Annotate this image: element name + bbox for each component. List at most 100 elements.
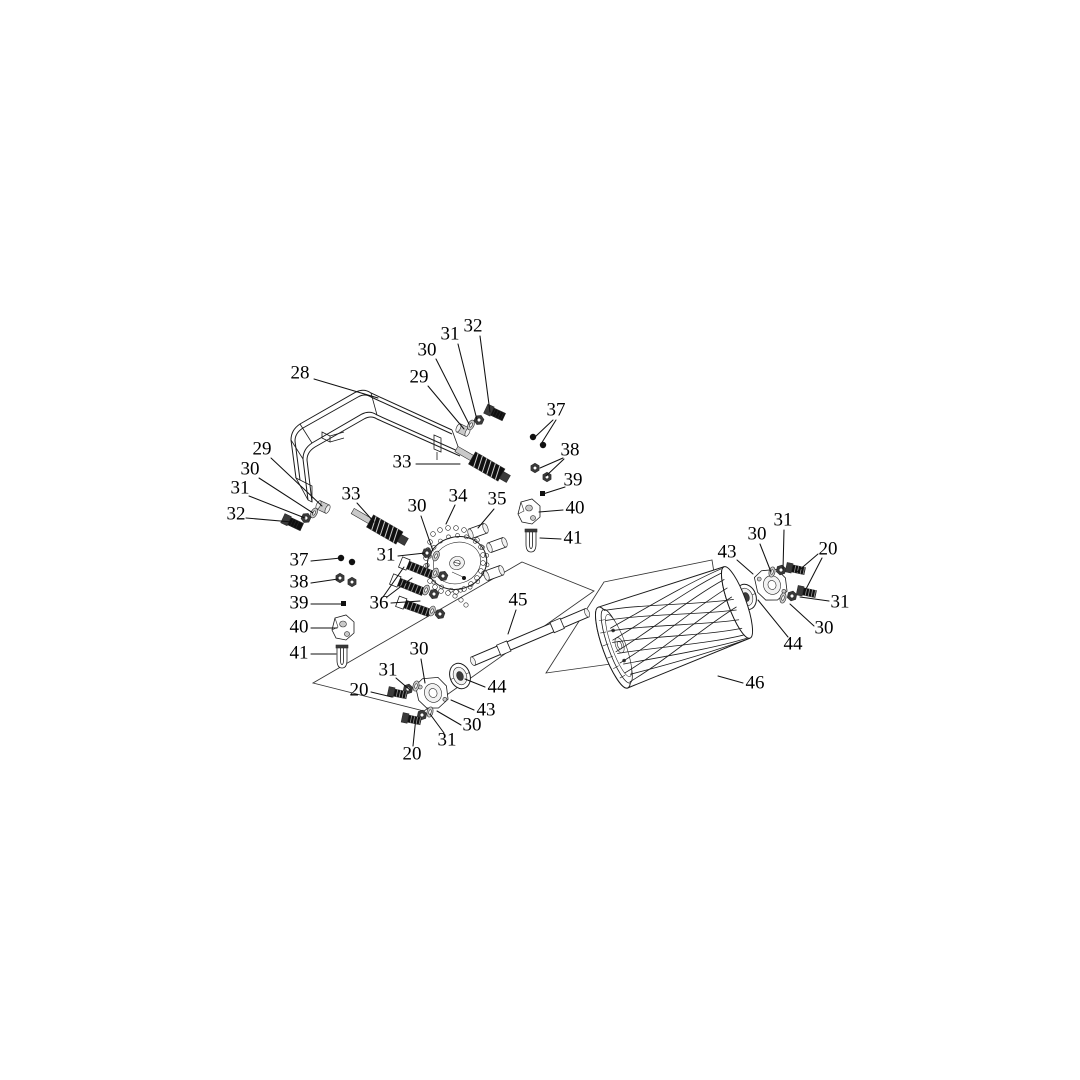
leader-line-c38b: [310, 578, 339, 584]
leader-line-c45: [507, 609, 517, 635]
leader-line-c29a: [427, 385, 465, 430]
callout-number-43: 43: [718, 541, 737, 562]
leader-line-c38a2: [545, 458, 565, 477]
callout-number-31: 31: [379, 659, 398, 680]
callout-number-33: 33: [393, 451, 412, 472]
leader-line-c32b: [245, 517, 293, 523]
callout-number-39: 39: [290, 592, 309, 613]
leader-line-c30e: [436, 710, 462, 726]
leader-line-c34: [445, 504, 456, 525]
hardware-column-left: [331, 554, 357, 669]
leader-line-c31d: [395, 677, 411, 691]
callout-number-30: 30: [408, 495, 427, 516]
callout-number-31: 31: [438, 729, 457, 750]
leader-line-c29b: [270, 457, 323, 507]
callout-number-34: 34: [449, 485, 469, 506]
leader-line-c31c: [397, 552, 426, 557]
part-28-handle-tube: [290, 389, 461, 503]
leader-line-c30f: [759, 543, 772, 573]
leader-line-c44b: [757, 599, 789, 638]
callout-number-46: 46: [746, 672, 765, 693]
leader-line-c20a: [370, 691, 393, 698]
leader-line-c30a: [435, 358, 470, 425]
leader-line-c36c: [386, 577, 413, 598]
callout-number-31: 31: [774, 509, 793, 530]
callout-number-32: 32: [464, 315, 483, 336]
callout-number-30: 30: [410, 638, 429, 659]
leader-line-c30c: [420, 515, 434, 552]
callout-number-29: 29: [253, 438, 272, 459]
leader-line-c43b: [736, 559, 754, 575]
callout-number-35: 35: [488, 488, 507, 509]
leader-line-c38a: [539, 457, 564, 469]
leader-line-c37a2: [540, 419, 557, 445]
callout-number-44: 44: [488, 676, 508, 697]
callout-number-45: 45: [509, 589, 528, 610]
fastener-stack-lower-left: [280, 500, 331, 532]
callout-number-31: 31: [441, 323, 460, 344]
leader-line-c37a: [534, 419, 554, 438]
leader-line-c46: [717, 675, 744, 684]
callout-number-36: 36: [370, 592, 389, 613]
callout-number-37: 37: [290, 549, 309, 570]
callout-number-28: 28: [291, 362, 310, 383]
callout-number-40: 40: [290, 616, 309, 637]
leader-line-c31g: [799, 596, 830, 602]
callout-number-30: 30: [241, 458, 260, 479]
leader-line-c41a: [539, 537, 562, 540]
callout-number-32: 32: [227, 503, 246, 524]
leader-line-c31b: [248, 495, 306, 519]
left-bearing-flange-group: [386, 662, 471, 726]
callout-leader-lines: [245, 335, 830, 747]
leader-line-c37b: [310, 557, 342, 562]
callout-number-38: 38: [290, 571, 309, 592]
leader-line-c40a: [538, 509, 564, 513]
callout-number-31: 31: [831, 591, 850, 612]
leader-line-c39a: [542, 486, 566, 495]
leader-line-c35: [477, 508, 495, 529]
callout-number-40: 40: [566, 497, 585, 518]
leader-line-c30b: [258, 477, 314, 514]
fastener-stack-upper-right: [455, 403, 506, 437]
leader-line-c30d: [420, 658, 426, 684]
callout-number-31: 31: [377, 544, 396, 565]
part-33-spring-lower: [350, 507, 409, 546]
leader-line-c20b: [412, 716, 417, 747]
callout-number-38: 38: [561, 439, 580, 460]
callout-number-30: 30: [748, 523, 767, 544]
leader-line-c33b: [356, 502, 375, 523]
leader-line-c36: [390, 600, 421, 604]
callout-number-30: 30: [815, 617, 834, 638]
callout-number-20: 20: [403, 743, 422, 764]
part-46-reel-drum: [595, 566, 754, 689]
callout-number-41: 41: [564, 527, 583, 548]
leader-line-c43a: [450, 699, 475, 711]
part-33-spring-upper: [454, 445, 511, 483]
callout-number-33: 33: [342, 483, 361, 504]
hardware-column-right: [517, 433, 552, 553]
callout-number-31: 31: [231, 477, 250, 498]
leader-line-c31a: [457, 343, 478, 421]
leader-line-c31e: [429, 713, 445, 734]
callout-number-29: 29: [410, 366, 429, 387]
leader-line-c44a: [464, 678, 486, 688]
leader-line-c20c: [796, 553, 819, 573]
leader-line-c36b: [382, 566, 405, 598]
leader-line-c28: [313, 378, 379, 399]
callout-number-30: 30: [418, 339, 437, 360]
leader-line-c20c2: [804, 557, 823, 592]
callout-number-41: 41: [290, 642, 309, 663]
callout-number-20: 20: [819, 538, 838, 559]
callout-number-37: 37: [547, 399, 566, 420]
callout-number-44: 44: [784, 633, 804, 654]
leader-line-c32a: [479, 335, 491, 413]
callout-number-43: 43: [477, 699, 496, 720]
part-45-drive-shaft: [469, 607, 591, 667]
callout-number-30: 30: [463, 714, 482, 735]
part-36-bolts: [389, 546, 450, 621]
callout-number-39: 39: [564, 469, 583, 490]
leader-line-c31f: [782, 529, 785, 571]
